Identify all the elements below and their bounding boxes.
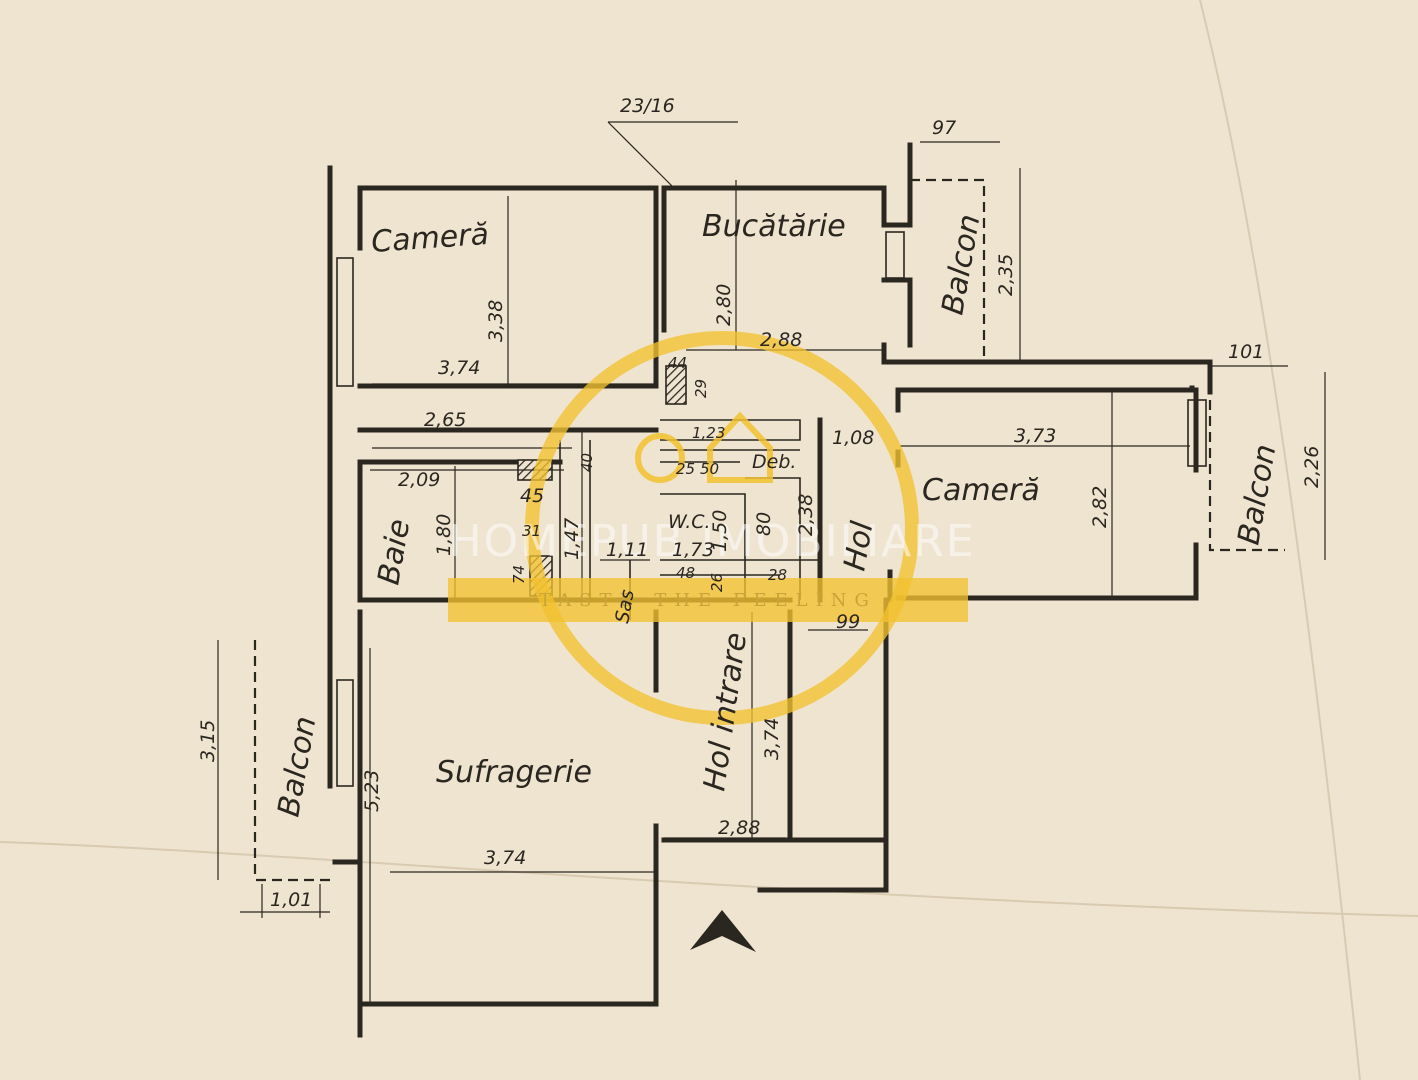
dim-226: 2,26 [1301,446,1323,488]
dim-101-bottom: 1,01 [270,889,312,911]
watermark-brand: HOMEPUB IMOBILIARE [448,516,975,567]
dim-45: 45 [520,485,544,507]
room-label-balcon-top: Balcon [935,212,987,318]
dim-111: 1,11 [606,539,648,561]
dim-235: 2,35 [995,254,1017,296]
dim-108: 1,08 [832,427,874,449]
dim-74: 74 [510,565,528,584]
room-label-camera-top: Cameră [370,217,490,260]
dim-48: 48 [676,564,695,582]
entrance-arrow-icon [690,910,756,952]
room-label-hol: Hol [837,518,880,573]
room-label-deb: Deb. [752,451,796,473]
dim-173: 1,73 [672,539,714,561]
dim-99: 99 [836,611,860,633]
dim-28: 28 [768,566,787,584]
dim-25: 25 [676,460,695,478]
watermark-tagline: TASTE THE FEELING [539,590,877,611]
dim-374-bottom: 3,74 [484,847,526,869]
dim-288-top: 2,88 [760,329,802,351]
dim-150: 1,50 [709,510,731,552]
dim-101-top: 101 [1228,341,1264,363]
dim-26: 26 [708,573,726,592]
room-label-balcon-right: Balcon [1231,442,1283,548]
dim-180: 1,80 [433,514,455,556]
dim-523: 5,23 [361,770,383,812]
room-label-wc: W.C. [668,511,711,533]
watermark: HOMEPUB IMOBILIARE TASTE THE FEELING [448,331,975,725]
dim-31: 31 [522,522,541,540]
dim-373: 3,73 [1014,425,1056,447]
room-label-balcon-left: Balcon [271,714,323,820]
windows [253,178,1285,882]
dim-280: 2,80 [713,284,735,326]
dim-97: 97 [932,117,956,139]
dim-50: 50 [700,460,719,478]
dim-44: 44 [668,354,687,372]
dim-123: 1,23 [692,424,725,442]
dim-282: 2,82 [1089,486,1111,528]
dimension-labels: 23/16 97 2,35 3,38 3,74 2,80 2,88 101 3,… [197,95,1323,911]
dim-288-bottom: 2,88 [718,817,760,839]
house-icon [707,411,773,483]
dim-29: 29 [692,379,710,398]
dim-374-hol: 3,74 [761,718,783,760]
room-label-sufragerie: Sufragerie [436,755,592,790]
plot-ref: 23/16 [620,95,675,117]
dim-209: 2,09 [398,469,440,491]
dim-80: 80 [753,512,775,536]
dim-265: 2,65 [424,409,466,431]
dim-238: 2,38 [795,494,817,536]
dim-374-top: 3,74 [438,357,480,379]
room-label-bucatarie: Bucătărie [702,209,846,244]
dim-315: 3,15 [197,720,219,762]
room-label-camera-right: Cameră [922,473,1040,508]
dim-147: 1,47 [561,518,583,560]
dim-40: 40 [578,453,596,472]
watermark-logo-icon [635,433,685,483]
dim-338: 3,38 [485,300,507,342]
room-label-baie: Baie [371,517,417,588]
